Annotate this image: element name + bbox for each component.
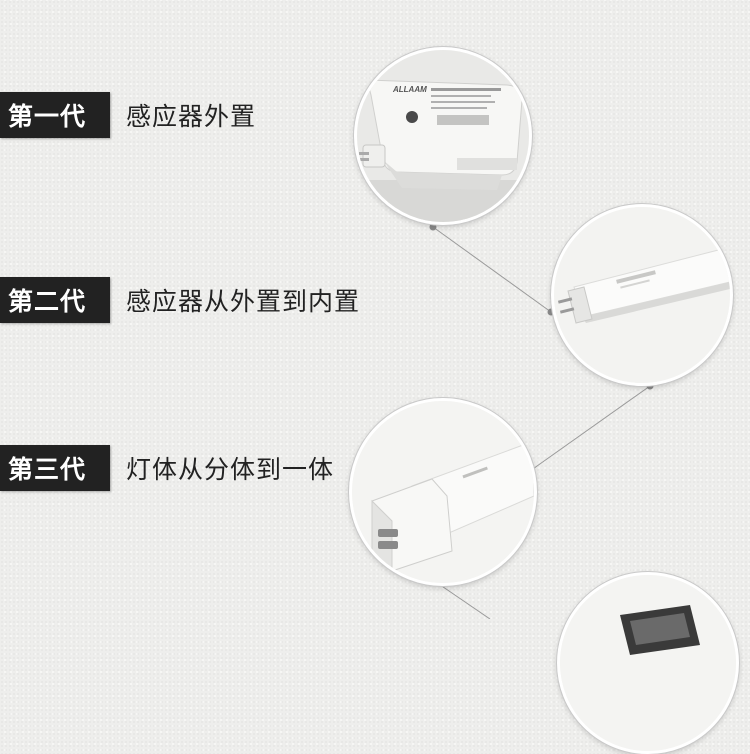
connector-line-2 <box>529 385 651 472</box>
generation-row-1: 第一代 感应器外置 <box>0 92 256 138</box>
connector-dot-1 <box>429 223 437 231</box>
photo-external-sensor: ALLAAM <box>354 47 532 225</box>
generation-row-3: 第三代 灯体从分体到一体 <box>0 445 334 491</box>
brand-logo: ALLAAM <box>392 85 427 94</box>
photo-next-generation-partial <box>557 572 739 754</box>
generation-row-2: 第二代 感应器从外置到内置 <box>0 277 360 323</box>
generation-description: 感应器从外置到内置 <box>126 287 361 316</box>
photo-integrated-fixture <box>349 398 537 586</box>
connector-line-1 <box>432 226 552 313</box>
generation-badge: 第一代 <box>0 92 110 138</box>
generation-description: 灯体从分体到一体 <box>126 455 335 484</box>
photo-t8-tube <box>551 204 733 386</box>
generation-badge: 第三代 <box>0 445 110 491</box>
generation-badge: 第二代 <box>0 277 110 323</box>
generation-description: 感应器外置 <box>126 102 257 131</box>
